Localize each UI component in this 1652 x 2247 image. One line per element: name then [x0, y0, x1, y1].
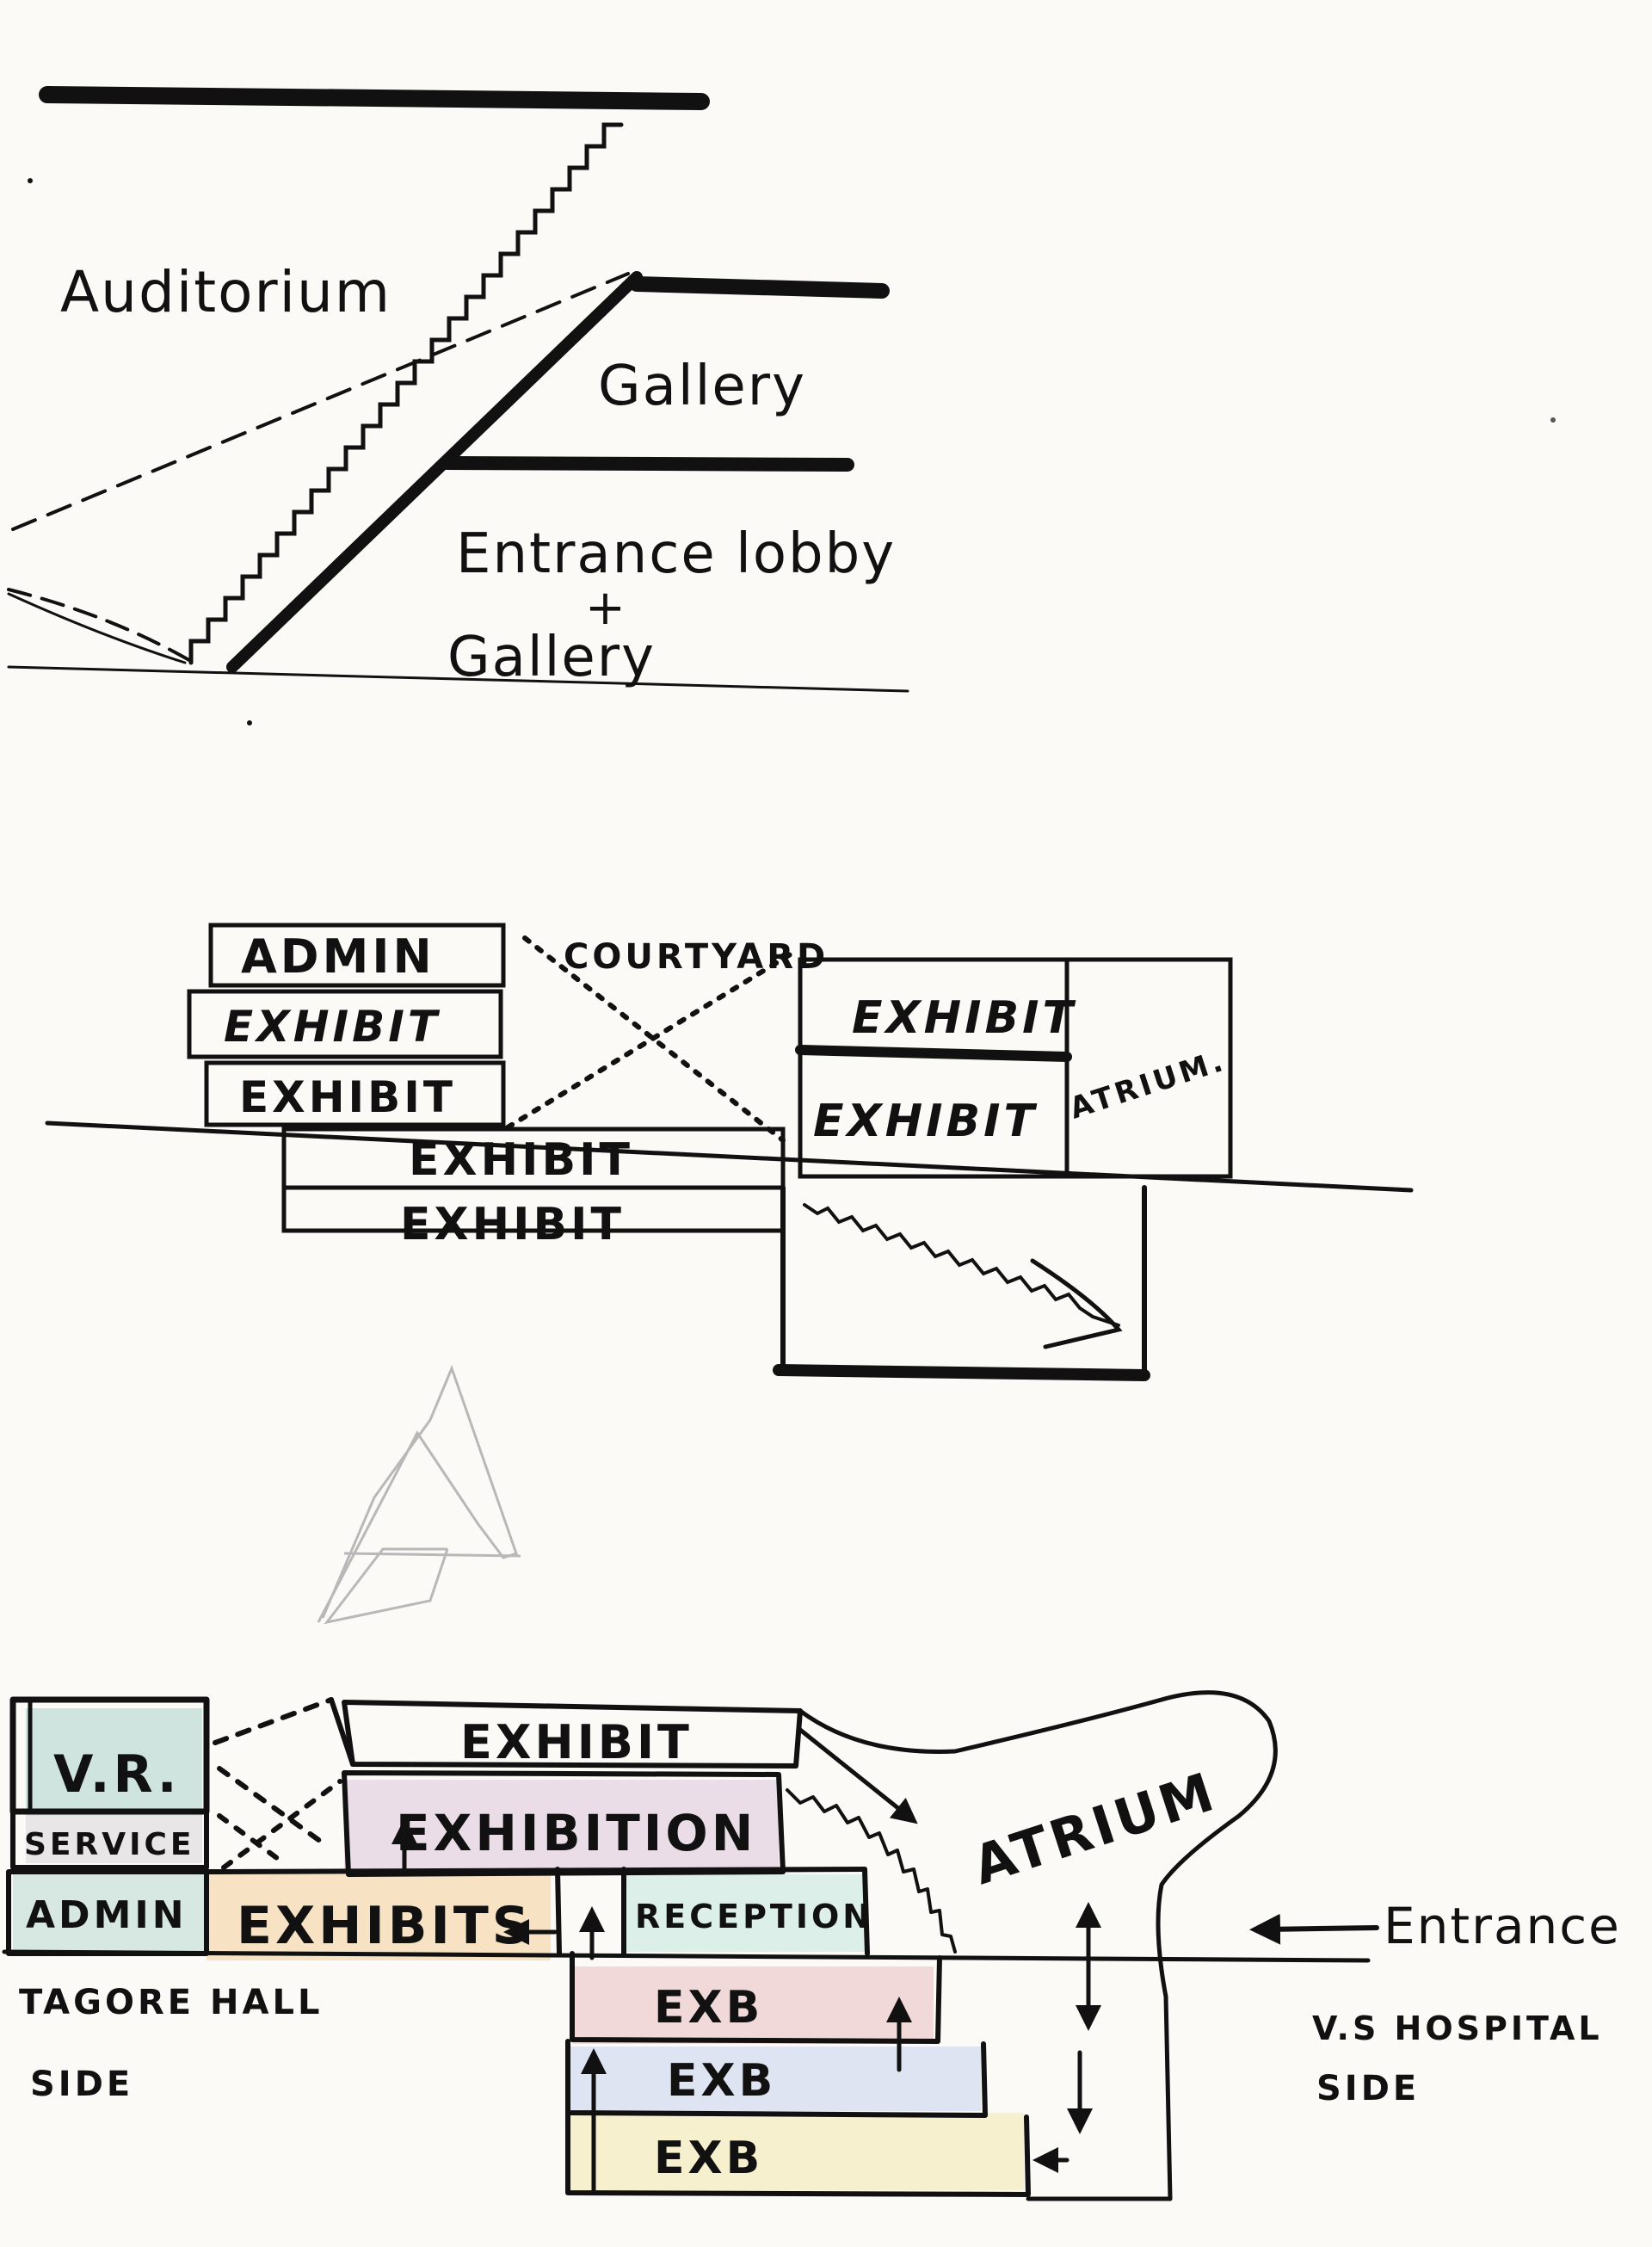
- wash-reception: [624, 1874, 865, 1952]
- wash-exhibits: [206, 1874, 551, 1960]
- box-exhibit-top: [342, 1700, 803, 1769]
- atrium-arrow-line: [798, 1727, 918, 1824]
- stair-curve-2: [1030, 1258, 1123, 1349]
- box-exb-3: [565, 2110, 1031, 2197]
- box-right-outer: [798, 957, 1233, 1179]
- label-vs-hospital: V.S HOSPITAL: [1312, 2009, 1603, 2047]
- dashed-vr-2: [217, 1766, 330, 1849]
- label-gallery: Gallery: [598, 355, 806, 418]
- lower-dashed-curve: [7, 588, 195, 664]
- label-exhibit-right-bottom: EXHIBIT: [813, 1096, 1038, 1147]
- stray-dot-2: [247, 720, 252, 725]
- box-right-midline: [795, 1045, 1072, 1062]
- auditorium-dashed-line: [11, 272, 630, 531]
- wash-exb-3: [568, 2113, 1024, 2190]
- box-service: [10, 1809, 209, 1870]
- box-exhibit-1: [187, 989, 503, 1059]
- gallery-top-slab: [629, 276, 890, 299]
- wash-vr: [26, 1708, 202, 1816]
- pencil-tail: [324, 1547, 449, 1625]
- label-tagore-hall: TAGORE HALL: [19, 1983, 323, 2022]
- ground-line-3: [2, 1949, 1371, 1963]
- label-atrium: ATRIUM: [965, 1760, 1224, 1898]
- atrium-stair: [786, 1788, 957, 1954]
- label-vr: V.R.: [53, 1744, 181, 1805]
- label-exb-2: EXB: [667, 2055, 776, 2107]
- label-side-left: SIDE: [30, 2065, 133, 2104]
- label-admin: ADMIN: [241, 929, 435, 984]
- section-2-labels: ADMIN EXHIBIT EXHIBIT COURTYARD EXHIBIT …: [224, 929, 1230, 1250]
- label-entrance: Entrance: [1384, 1897, 1621, 1955]
- section-3-plan: [2, 1690, 1379, 2201]
- ground-line-2: [45, 1120, 1414, 1193]
- label-exb-3: EXB: [654, 2133, 763, 2184]
- dashed-vr-4: [217, 1813, 287, 1866]
- dashed-vr-1: [213, 1697, 334, 1745]
- exhibit-top-edge: [329, 1697, 355, 1767]
- exhibits-right-line: [555, 1867, 562, 1956]
- label-exhibit-2: EXHIBIT: [239, 1072, 456, 1122]
- label-exhibition: EXHIBITION: [396, 1804, 756, 1862]
- label-plus: +: [585, 580, 627, 636]
- label-exhibit-lower-1: EXHIBIT: [409, 1134, 633, 1186]
- section-3-washes: [13, 1708, 1024, 2190]
- box-admin: [208, 923, 506, 988]
- label-atrium-small: ATRIUM.: [1065, 1043, 1230, 1126]
- label-service: SERVICE: [24, 1827, 195, 1862]
- stair-box-bottom: [773, 1364, 1150, 1381]
- wash-exb-1: [572, 1966, 934, 2044]
- label-exhibits: EXHIBITS: [237, 1896, 533, 1956]
- wash-service: [26, 1816, 202, 1863]
- stray-dot: [28, 178, 33, 183]
- ground-line-1: [7, 665, 909, 693]
- wash-admin: [13, 1874, 206, 1952]
- box-exb-1: [570, 1951, 942, 2044]
- box-exb-2: [565, 2039, 988, 2118]
- label-exhibit-lower-2: EXHIBIT: [400, 1199, 625, 1250]
- label-exb-1: EXB: [654, 1982, 763, 2034]
- box-exhibit-2: [204, 1060, 506, 1127]
- stair-diagonal: [226, 271, 643, 673]
- entrance-arrow: [1249, 1913, 1379, 1945]
- wash-exb-2: [568, 2046, 981, 2111]
- label-exhibit-right-top: EXHIBIT: [852, 992, 1076, 1044]
- stray-dot-3: [1550, 417, 1556, 423]
- label-admin-3: ADMIN: [26, 1893, 188, 1937]
- label-reception: RECEPTION: [635, 1898, 873, 1935]
- pencil-base-line: [343, 1552, 521, 1558]
- top-slab-line: [39, 86, 710, 110]
- reception-right-line: [862, 1867, 870, 1956]
- label-auditorium: Auditorium: [60, 259, 391, 325]
- label-gallery-2: Gallery: [447, 626, 656, 689]
- dashed-vr-3: [221, 1779, 342, 1870]
- label-exhibit-1: EXHIBIT: [224, 1002, 441, 1052]
- stair-zigzag-2: [803, 1203, 1120, 1327]
- section-2-plan: [45, 923, 1414, 1381]
- label-exhibit-3: EXHIBIT: [460, 1715, 693, 1769]
- label-courtyard: COURTYARD: [564, 937, 829, 977]
- label-side-right: SIDE: [1316, 2069, 1420, 2108]
- section-1-elevation: [7, 86, 1556, 725]
- label-entrance-lobby: Entrance lobby: [456, 522, 896, 586]
- courtyard-dotted-2: [505, 948, 798, 1130]
- atrium-outline: [798, 1690, 1278, 2201]
- section-1-labels: Auditorium Gallery Entrance lobby + Gall…: [60, 259, 896, 689]
- gallery-mid-slab: [441, 456, 854, 472]
- pencil-sketch: [317, 1364, 521, 1625]
- exhibits-top-line: [204, 1867, 867, 1874]
- lower-curve-solid: [7, 592, 187, 664]
- pencil-triangle: [317, 1364, 518, 1623]
- stair-steps: [188, 122, 624, 665]
